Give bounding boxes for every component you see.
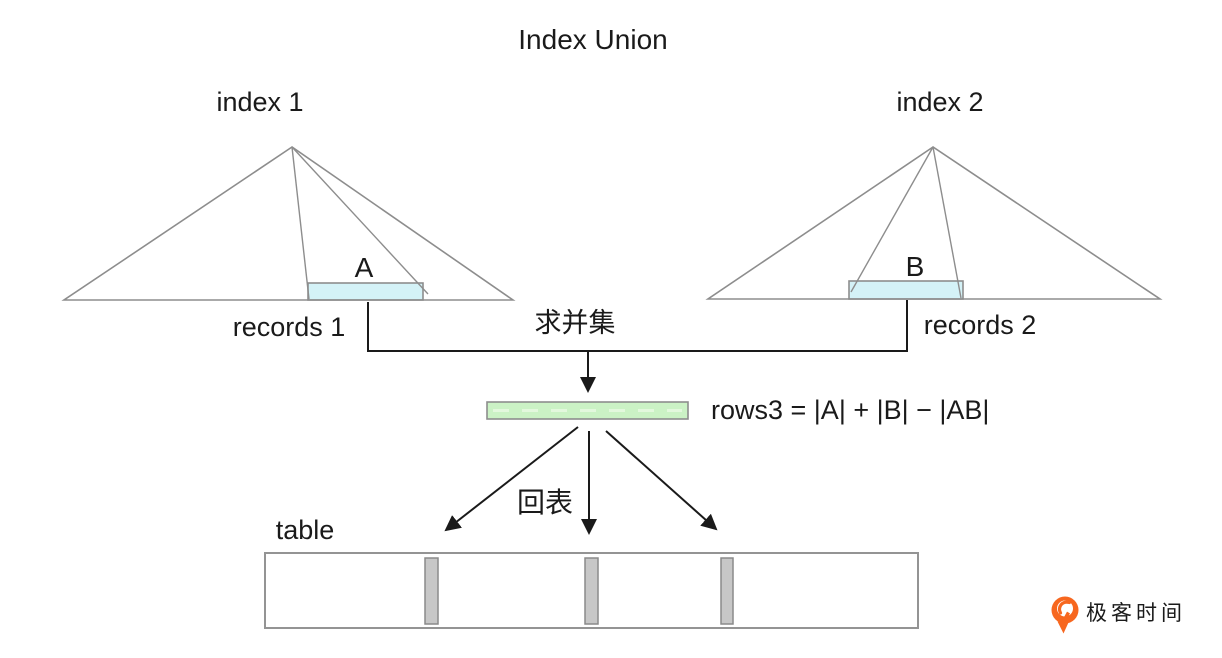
table-section: table <box>264 515 919 629</box>
geektime-logo-text: 极客时间 <box>1086 602 1186 625</box>
table-label: table <box>276 515 335 545</box>
index-2-inner-line-right <box>932 146 962 299</box>
index-2-triangle <box>705 146 1163 300</box>
union-connector: 求并集 <box>367 300 908 393</box>
region-b-label: B <box>906 251 925 282</box>
index-1-triangle <box>61 146 516 301</box>
merge-result: rows3 = |A| + |B| − |AB| <box>486 395 989 425</box>
region-a-label: A <box>355 252 374 283</box>
records-1-label: records 1 <box>233 312 346 342</box>
index-1-label: index 1 <box>216 87 303 117</box>
index-tree-1: index 1 A records 1 <box>61 87 516 342</box>
index-2-label: index 2 <box>896 87 983 117</box>
back-to-table-label: 回表 <box>517 487 573 518</box>
diagram-title: Index Union <box>518 24 667 55</box>
geektime-logo-icon <box>1048 596 1082 634</box>
index-tree-2: index 2 B records 2 <box>705 87 1163 340</box>
lookup-arrow-right <box>605 430 718 531</box>
records-2-label: records 2 <box>924 310 1037 340</box>
index-1-range-a <box>307 282 424 301</box>
union-bracket-line <box>367 300 908 352</box>
index-2-range-b <box>848 280 964 300</box>
index-1-inner-line-left <box>291 146 310 300</box>
geektime-logo: 极客时间 <box>1048 596 1186 634</box>
table-row-bar-3 <box>720 557 734 625</box>
union-operation-label: 求并集 <box>535 308 616 338</box>
lookup-arrow-left <box>444 426 579 532</box>
index-1-inner-line-right <box>291 146 429 295</box>
table-row-bar-2 <box>584 557 599 625</box>
rows3-formula: rows3 = |A| + |B| − |AB| <box>711 395 989 425</box>
index-2-inner-line-left <box>850 146 934 293</box>
table-lookup-arrows: 回表 <box>444 426 718 535</box>
table-row-bar-1 <box>424 557 439 625</box>
